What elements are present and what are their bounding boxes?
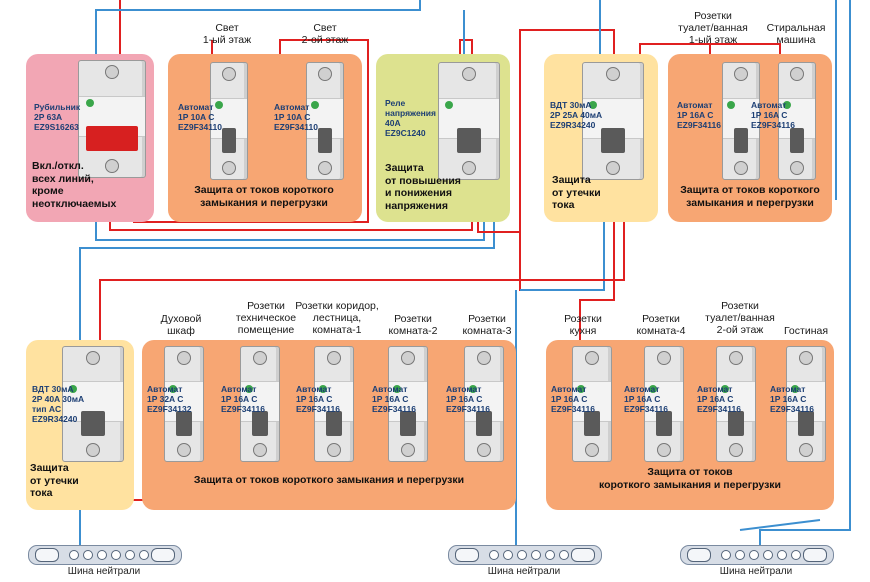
main-switch-device [78, 60, 146, 178]
group-a-breaker-1 [164, 346, 204, 462]
wire-neutral-in [95, 0, 421, 60]
wire-relay-down [519, 30, 540, 291]
wire-groupb-neutral [739, 519, 821, 531]
neutral-bus-3 [680, 545, 834, 565]
group-a-protection: Защита от токов короткого замыкания и пе… [193, 474, 465, 486]
sockets1-breaker [722, 62, 760, 180]
neutral-bus-2-label: Шина нейтрали [487, 566, 561, 577]
light2-breaker [306, 62, 344, 180]
rcd-top-device [582, 62, 644, 180]
neutral-bus-3-label: Шина нейтрали [719, 566, 793, 577]
title-corridor: Розетки коридор,лестница,комната-1 [295, 300, 379, 336]
group-a-breaker-3 [314, 346, 354, 462]
group-b-breaker-3 [716, 346, 756, 462]
neutral-bus-1 [28, 545, 182, 565]
group-b-breaker-1 [572, 346, 612, 462]
group-b-breaker-2 [644, 346, 684, 462]
group-b-breaker-4 [786, 346, 826, 462]
rcd-bottom-device [62, 346, 124, 462]
light1-breaker [210, 62, 248, 180]
title-living: Гостиная [783, 325, 829, 337]
sockets2-breaker [778, 62, 816, 180]
neutral-bus-2 [448, 545, 602, 565]
group-a-breaker-4 [388, 346, 428, 462]
group-a-breaker-5 [464, 346, 504, 462]
wire-right-neutral-bus [759, 0, 851, 552]
voltage-relay-device [438, 62, 500, 180]
neutral-bus-1-label: Шина нейтрали [67, 566, 141, 577]
wire-rcd-bottom-phase [99, 176, 625, 350]
wire-rcd-groupb [579, 176, 615, 350]
group-a-breaker-2 [240, 346, 280, 462]
